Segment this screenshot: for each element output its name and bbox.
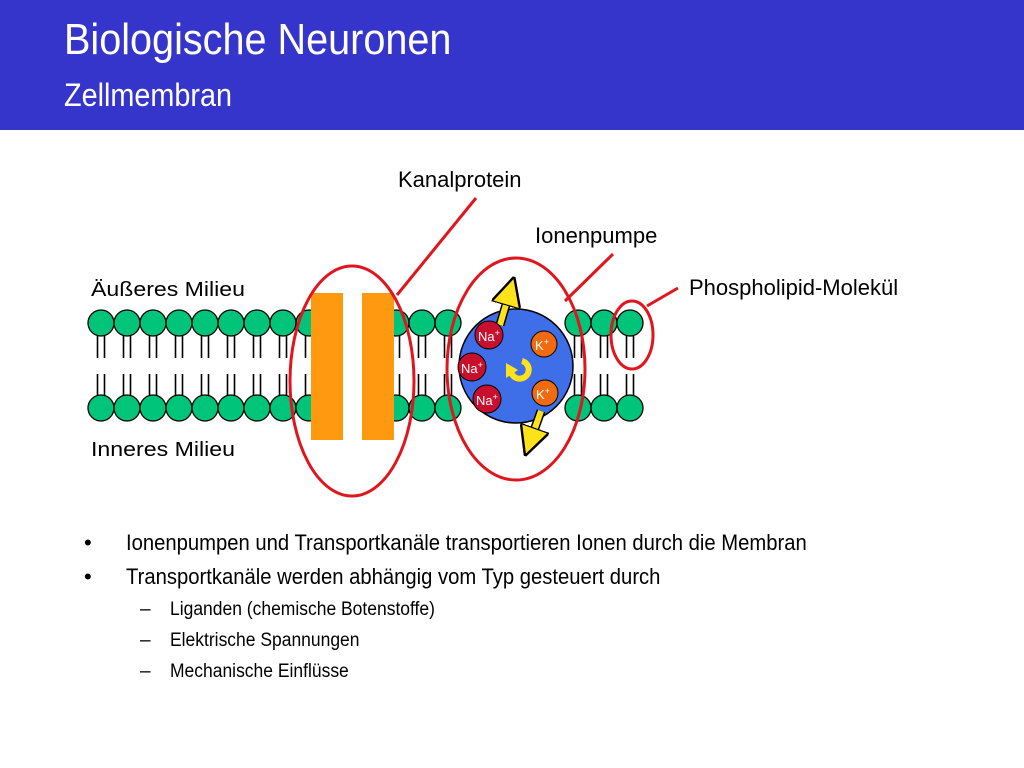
lipid-pointer-line bbox=[646, 286, 679, 308]
pump-pointer-line bbox=[563, 252, 615, 303]
sodium-ion: Na+ bbox=[457, 352, 487, 382]
svg-text:K+: K+ bbox=[536, 386, 550, 402]
sub-bullet-item: – Mechanische Einflüsse bbox=[84, 658, 984, 689]
sodium-ion: Na+ bbox=[474, 320, 504, 350]
lipid-head bbox=[616, 309, 644, 337]
rotation-icon bbox=[506, 358, 532, 382]
lipid-head bbox=[243, 394, 271, 422]
sub-bullet-mark: – bbox=[140, 630, 151, 651]
pump-highlight-ring bbox=[445, 256, 587, 482]
sub-bullet-mark: – bbox=[140, 599, 151, 620]
lipid-head bbox=[113, 309, 141, 337]
bullet-list: • Ionenpumpen und Transportkanäle transp… bbox=[84, 528, 984, 689]
lipid-highlight-ring bbox=[609, 299, 655, 371]
bullet-mark: • bbox=[84, 564, 92, 589]
lipid-bilayer bbox=[87, 309, 644, 422]
bullet-text: Transportkanäle werden abhängig vom Typ … bbox=[126, 564, 661, 589]
lipid-head bbox=[139, 309, 167, 337]
lipid-head bbox=[87, 394, 115, 422]
sub-bullet-mark: – bbox=[140, 661, 151, 682]
lipid-head bbox=[269, 309, 297, 337]
svg-text:Na+: Na+ bbox=[461, 360, 483, 376]
sub-bullet-text: Mechanische Einflüsse bbox=[170, 661, 349, 682]
bullet-item: • Transportkanäle werden abhängig vom Ty… bbox=[84, 562, 984, 596]
lipid-head bbox=[217, 309, 245, 337]
lipid-head bbox=[243, 309, 271, 337]
svg-text:Na+: Na+ bbox=[478, 328, 500, 344]
channel-highlight-ring bbox=[288, 264, 416, 498]
lipid-head bbox=[87, 309, 115, 337]
sub-bullet-text: Liganden (chemische Botenstoffe) bbox=[170, 599, 435, 620]
sub-bullet-item: – Elektrische Spannungen bbox=[84, 627, 984, 658]
channel-protein-right bbox=[362, 293, 394, 440]
lipid-head bbox=[408, 309, 436, 337]
lipid-head bbox=[616, 394, 644, 422]
lipid-head bbox=[217, 394, 245, 422]
lipid-head bbox=[139, 394, 167, 422]
svg-text:Na+: Na+ bbox=[476, 392, 498, 408]
sub-bullet-text: Elektrische Spannungen bbox=[170, 630, 360, 651]
label-ion-pump: Ionenpumpe bbox=[535, 223, 657, 248]
channel-pointer-line bbox=[395, 197, 478, 296]
label-inner-milieu: Inneres Milieu bbox=[91, 439, 235, 461]
label-channel-protein: Kanalprotein bbox=[398, 167, 522, 192]
potassium-ion: K+ bbox=[531, 379, 559, 407]
title-bar: Biologische Neuronen Zellmembran bbox=[0, 0, 1024, 130]
lipid-head bbox=[590, 394, 618, 422]
lipid-head bbox=[191, 394, 219, 422]
label-phospholipid: Phospholipid-Molekül bbox=[689, 275, 898, 300]
label-outer-milieu: Äußeres Milieu bbox=[91, 279, 245, 301]
channel-protein-left bbox=[311, 293, 343, 440]
slide-subtitle: Zellmembran bbox=[64, 77, 233, 113]
bullet-text: Ionenpumpen und Transportkanäle transpor… bbox=[126, 530, 807, 555]
lipid-head bbox=[191, 309, 219, 337]
bullet-item: • Ionenpumpen und Transportkanäle transp… bbox=[84, 528, 984, 562]
svg-text:K+: K+ bbox=[535, 337, 549, 353]
slide-title: Biologische Neuronen bbox=[64, 15, 452, 64]
lipid-head bbox=[113, 394, 141, 422]
lipid-head bbox=[165, 309, 193, 337]
bullet-mark: • bbox=[84, 530, 92, 555]
sub-bullet-item: – Liganden (chemische Botenstoffe) bbox=[84, 596, 984, 627]
sodium-ion: Na+ bbox=[472, 384, 502, 414]
potassium-ion: K+ bbox=[530, 330, 558, 358]
membrane-diagram: Na+ Na+ Na+ K+ K+ Kanalprotein Ionenpump… bbox=[87, 167, 898, 498]
lipid-head bbox=[165, 394, 193, 422]
